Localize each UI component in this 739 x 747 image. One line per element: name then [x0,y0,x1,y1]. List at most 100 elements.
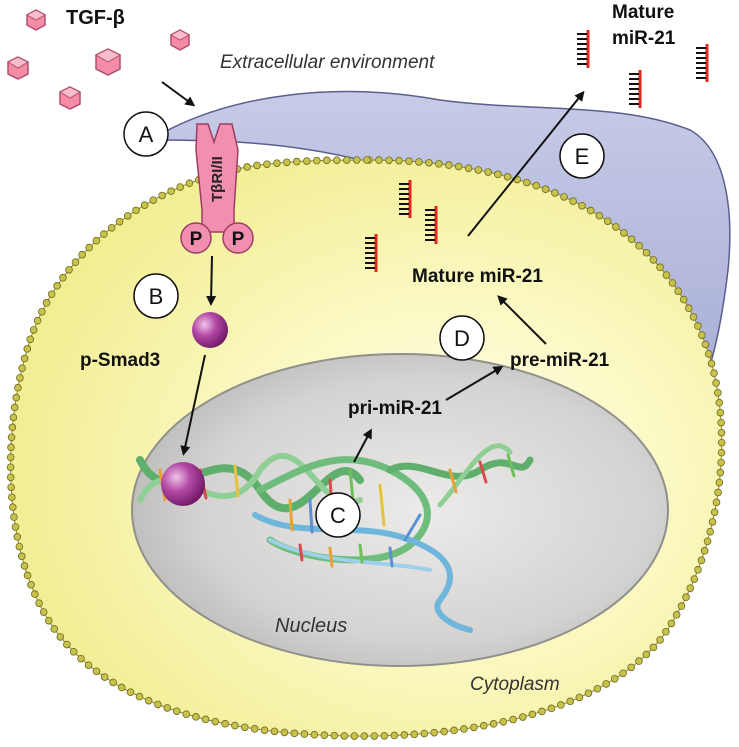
psmad3-dna-bound [161,462,205,506]
lipid-head [340,732,349,740]
lipid-head [240,723,249,732]
lipid-bilayer [6,156,726,740]
lipid-head [310,730,319,739]
lipid-head [698,331,706,339]
lipid-head [662,271,671,279]
lipid-head [679,295,688,304]
lipid-head [300,730,309,738]
lipid-head [420,729,429,738]
arrow-tgf-to-receptor [161,81,196,107]
lipid-head [71,258,80,266]
lipid-head [92,667,101,676]
lipid-head [710,369,718,378]
lipid-head [182,710,191,718]
lipid-head [716,468,725,477]
lipid-head [38,307,46,316]
mature-mir21-cyto-label: Mature miR-21 [412,266,543,287]
lipid-head [42,299,51,307]
lipid-head [107,223,116,232]
lipid-head [707,359,716,368]
dna-helix [136,443,534,633]
lipid-head [440,727,448,736]
arrow-dna-to-pri [353,428,372,463]
lipid-head [176,183,185,191]
lipid-head [474,166,483,174]
lipid-head [270,727,279,736]
lipid-head [612,223,620,231]
lipid-head [221,719,229,728]
svg-text:P: P [190,229,203,250]
lipid-head [280,728,289,737]
lipid-head [689,313,698,321]
lipid-head [484,168,492,176]
lipid-head [410,730,419,739]
lipid-head [8,493,16,502]
lipid-head [85,243,93,252]
lipid-head [352,156,361,164]
lipid-head [380,731,389,740]
lipid-head [672,611,681,619]
lipid-head [700,547,709,555]
svg-text:E: E [575,144,590,169]
mirna-hairpin [577,30,590,68]
lipid-head [715,398,724,407]
lipid-head [362,156,371,164]
lipid-head [405,157,413,166]
lipid-head [627,235,636,244]
lipid-head [10,403,19,412]
lipid-head [29,326,38,334]
lipid-head [50,625,59,633]
lipid-head [9,413,18,422]
lipid-head [541,185,550,193]
phosphate-left: P [180,222,212,254]
lipid-head [674,287,683,295]
lipid-head [538,707,546,716]
lipid-head [13,533,22,541]
lipid-head [503,173,512,181]
arrow-smad-to-dna [180,354,206,456]
lipid-head [211,717,220,726]
lipid-head [100,673,109,681]
svg-text:A: A [139,122,154,147]
tgf-beta-molecule [6,56,30,80]
lipid-head [627,663,635,672]
lipid-head [717,428,726,437]
lipid-head [602,680,610,688]
lipid-head [126,688,135,696]
lipid-head [231,721,239,730]
svg-text:C: C [330,503,346,528]
lipid-head [662,627,670,636]
lipid-head [684,304,693,312]
lipid-head [584,689,593,698]
lipid-head [84,661,93,669]
lipid-head [35,599,43,607]
lipid-head [479,721,488,730]
lipid-head [144,696,153,705]
tgf-beta-molecule [94,48,122,76]
lipid-head [494,170,502,179]
svg-text:D: D [454,326,470,351]
lipid-head [6,473,15,482]
lipid-head [690,575,699,583]
lipid-head [18,364,26,372]
lipid-head [293,157,301,166]
lipid-head [560,193,568,201]
lipid-head [53,282,61,290]
extracellular-label: Extracellular environment [220,52,435,73]
lipid-head [31,590,39,598]
lipid-head [649,256,658,264]
lipid-head [263,160,271,168]
lipid-head [703,537,712,546]
lipid-head [27,581,35,589]
lipid-head [656,636,664,644]
lipid-head [8,503,17,511]
lipid-head [668,279,677,287]
lipid-head [682,593,690,602]
svg-text:P: P [232,229,245,250]
lipid-head [172,707,181,715]
lipid-head [710,508,719,516]
lipid-head [557,701,565,709]
lipid-head [714,488,722,497]
lipid-head [320,731,329,740]
lipid-head [595,211,604,220]
